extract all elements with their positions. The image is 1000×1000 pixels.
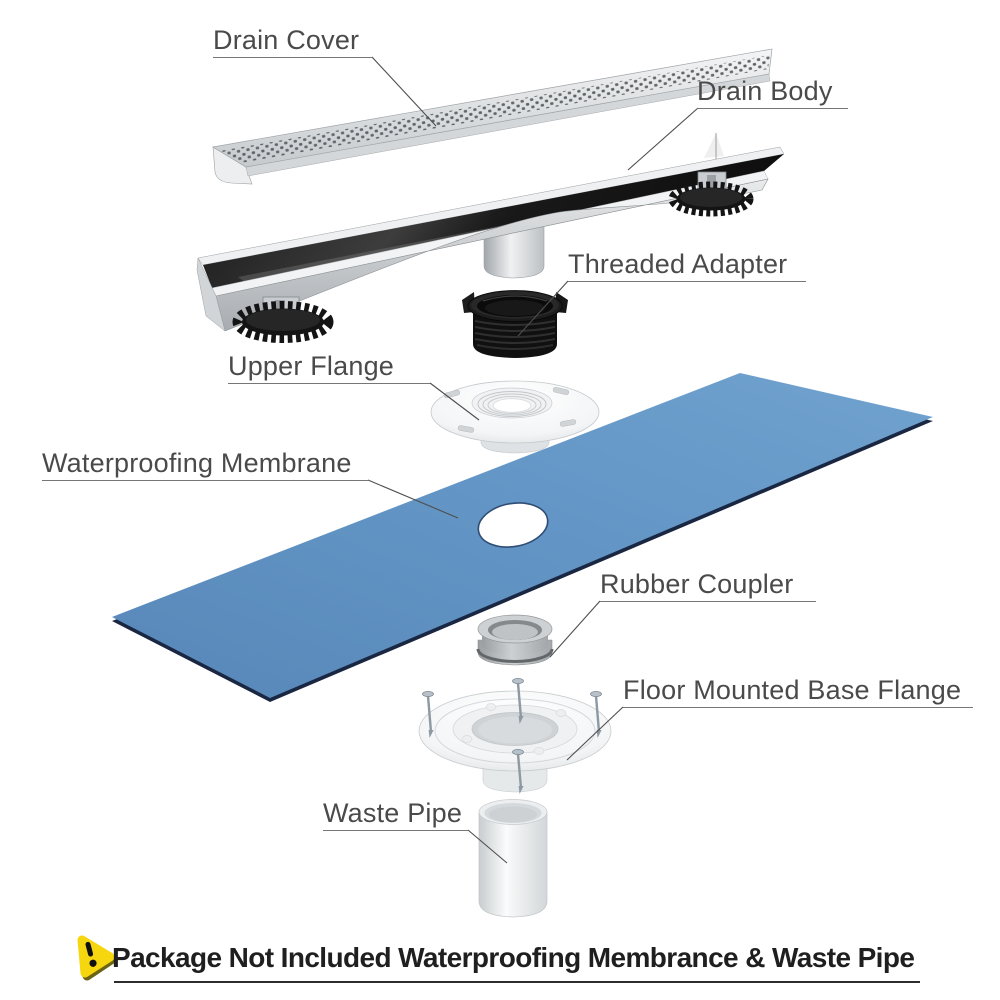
mounting-screws [422, 678, 602, 794]
label-upper-flange: Upper Flange [228, 350, 430, 384]
upper-flange-graphic [430, 380, 600, 454]
label-threaded-adapter: Threaded Adapter [568, 248, 806, 282]
package-note: Package Not Included Waterproofing Membr… [112, 942, 915, 973]
leveling-foot-right [668, 171, 754, 217]
label-waste-pipe: Waste Pipe [323, 797, 468, 831]
note-underline [114, 981, 920, 983]
label-waterproofing-membrane: Waterproofing Membrane [42, 447, 368, 481]
waterproofing-membrane-graphic [112, 373, 933, 702]
label-drain-cover: Drain Cover [213, 24, 372, 58]
drain-body-graphic [196, 133, 785, 343]
label-drain-body: Drain Body [697, 75, 848, 109]
leveling-foot-left [232, 296, 334, 343]
rubber-coupler-graphic [476, 614, 554, 666]
threaded-adapter-graphic [462, 290, 568, 358]
label-rubber-coupler: Rubber Coupler [600, 568, 816, 602]
floor-mounted-base-flange-graphic [418, 678, 612, 794]
leader-lines [367, 56, 699, 864]
drain-cover-graphic [212, 48, 773, 185]
label-floor-mounted-base-flange: Floor Mounted Base Flange [623, 674, 973, 708]
waste-pipe-graphic [478, 799, 548, 918]
warning-icon [77, 935, 116, 981]
